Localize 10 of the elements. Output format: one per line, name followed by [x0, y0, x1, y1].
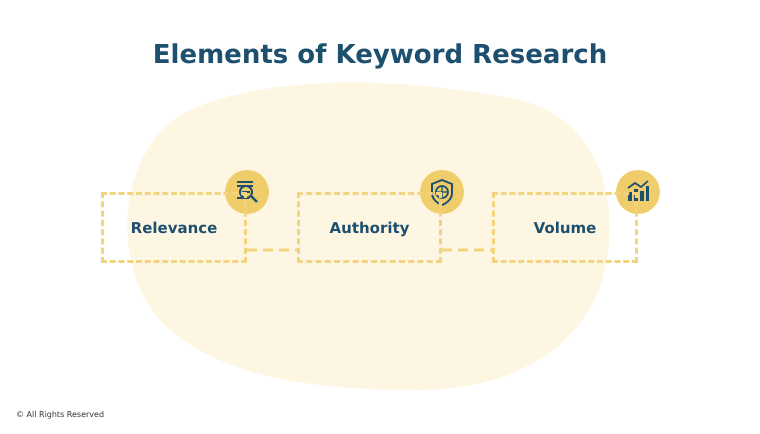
- dashed-box: [297, 192, 442, 263]
- dashed-box: [492, 192, 638, 263]
- title: Elements of Keyword Research: [152, 40, 608, 70]
- dashed-connector: [442, 248, 492, 252]
- box-label: Authority: [330, 218, 410, 236]
- box-label: Volume: [534, 218, 596, 236]
- dashed-box: [101, 192, 247, 263]
- copyright-note: © All Rights Reserved: [16, 410, 104, 419]
- box-label: Relevance: [130, 218, 218, 236]
- dashed-connector: [247, 248, 297, 252]
